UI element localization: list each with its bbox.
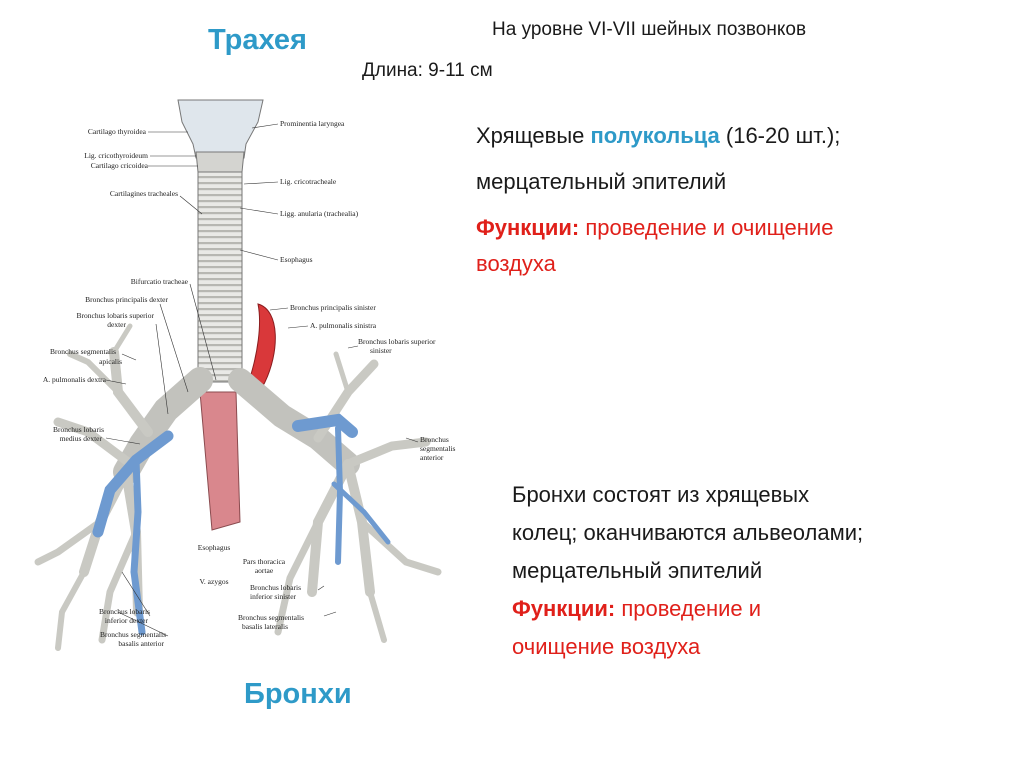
- label-bronchus-lobaris-inf-sin: Bronchus lobaris: [250, 583, 301, 592]
- length-text: Длина: 9-11 см: [362, 60, 493, 81]
- trachea-bronchi-illustration: Cartilago thyroidea Lig. cricothyroideum…: [34, 99, 455, 651]
- trachea-line-1-pre: Хрящевые: [476, 123, 591, 148]
- trachea-shape: [197, 171, 243, 383]
- label-bronchus-lobaris-medius: Bronchus lobaris: [53, 425, 104, 434]
- bronchi-func-label: Функции:: [512, 596, 616, 621]
- label-esophagus-bottom: Esophagus: [198, 543, 231, 552]
- label-inferior-sinister: inferior sinister: [250, 592, 297, 601]
- larynx-shape: [177, 99, 264, 159]
- label-dexter: dexter: [107, 320, 126, 329]
- trachea-line-2: мерцательный эпителий: [476, 169, 727, 194]
- title-trachea: Трахея: [208, 24, 307, 56]
- bronchi-description: Бронхи состоят из хрящевых колец; оканчи…: [512, 476, 1017, 666]
- figure-labels-left: Cartilago thyroidea Lig. cricothyroideum…: [43, 127, 189, 648]
- figure-labels-center: Esophagus Pars thoracica aortae V. azygo…: [198, 543, 286, 586]
- cricoid-shape: [195, 151, 245, 173]
- label-bronchus-lobaris-superior-sin: Bronchus lobaris superior: [358, 337, 436, 346]
- label-bronchus-segmentalis-lat: Bronchus segmentalis: [238, 613, 304, 622]
- trachea-line-1-post: (16-20 шт.);: [719, 123, 841, 148]
- figure-labels-right: Prominentia laryngea Lig. cricotracheale…: [238, 119, 455, 631]
- trachea-func-label: Функции:: [476, 215, 580, 240]
- label-pars-thoracica: Pars thoracica: [243, 557, 286, 566]
- label-v-azygos: V. azygos: [199, 577, 228, 586]
- label-aortae: aortae: [255, 566, 274, 575]
- label-bifurcatio-tracheae: Bifurcatio tracheae: [131, 277, 189, 286]
- bronchi-line-1: Бронхи состоят из хрящевых: [512, 482, 810, 507]
- label-bronchus-lobaris-superior: Bronchus lobaris superior: [77, 311, 155, 320]
- label-bronchus-principalis-sinister: Bronchus principalis sinister: [290, 303, 376, 312]
- trachea-func-text-2: воздуха: [476, 251, 556, 276]
- aorta-shape: [247, 303, 276, 385]
- label-apicalis: apicalis: [99, 357, 122, 366]
- label-a-pulmonalis-dextra: A. pulmonalis dextra: [43, 375, 107, 384]
- trachea-functions: Функции: проведение и очищение: [476, 210, 1016, 246]
- label-basalis-anterior: basalis anterior: [118, 639, 164, 648]
- label-bronchus-right-col: Bronchus: [420, 435, 449, 444]
- left-bronchial-tree: [274, 351, 442, 643]
- label-lig-cricotracheale: Lig. cricotracheale: [280, 177, 337, 186]
- trachea-func-text: проведение и очищение: [579, 215, 834, 240]
- trachea-highlight: полукольца: [590, 123, 720, 148]
- bronchi-line-3: мерцательный эпителий: [512, 558, 763, 583]
- label-ligg-anularia: Ligg. anularia (trachealia): [280, 209, 359, 218]
- label-basalis-lateralis: basalis lateralis: [242, 622, 288, 631]
- bronchi-functions: Функции: проведение и: [512, 590, 1017, 628]
- label-sinister: sinister: [370, 346, 392, 355]
- label-segmentalis: segmentalis: [420, 444, 455, 453]
- label-prominentia-laryngea: Prominentia laryngea: [280, 119, 345, 128]
- label-cartilagines-tracheales: Cartilagines tracheales: [110, 189, 178, 198]
- label-anterior: anterior: [420, 453, 444, 462]
- bronchi-func-text-2: очищение воздуха: [512, 634, 701, 659]
- pulmonary-arteries: [92, 413, 391, 636]
- label-bronchus-lobaris-inferior: Bronchus lobaris: [99, 607, 150, 616]
- label-lig-cricothyroideum: Lig. cricothyroideum: [84, 151, 148, 160]
- trachea-line-1: Хрящевые полукольца (16-20 шт.);: [476, 118, 1016, 154]
- esophagus-shape: [199, 391, 241, 531]
- label-bronchus-segmentalis-basalis: Bronchus segmentalis: [100, 630, 166, 639]
- label-inferior-dexter: inferior dexter: [105, 616, 149, 625]
- bronchi-func-text: проведение и: [615, 596, 762, 621]
- label-a-pulmonalis-sinistra: A. pulmonalis sinistra: [310, 321, 377, 330]
- bronchi-line-2: колец; оканчиваются альвеолами;: [512, 520, 864, 545]
- level-text: На уровне VI-VII шейных позвонков: [492, 19, 807, 40]
- trachea-description: Хрящевые полукольца (16-20 шт.); мерцате…: [476, 118, 1016, 282]
- title-bronchi: Бронхи: [244, 678, 352, 710]
- label-medius-dexter: medius dexter: [60, 434, 103, 443]
- label-esophagus-top: Esophagus: [280, 255, 313, 264]
- label-cartilago-cricoidea: Cartilago cricoidea: [91, 161, 149, 170]
- leader-lines: [105, 123, 419, 637]
- label-cartilago-thyroidea: Cartilago thyroidea: [88, 127, 147, 136]
- label-bronchus-principalis-dexter: Bronchus principalis dexter: [85, 295, 168, 304]
- label-bronchus-segmentalis: Bronchus segmentalis: [50, 347, 116, 356]
